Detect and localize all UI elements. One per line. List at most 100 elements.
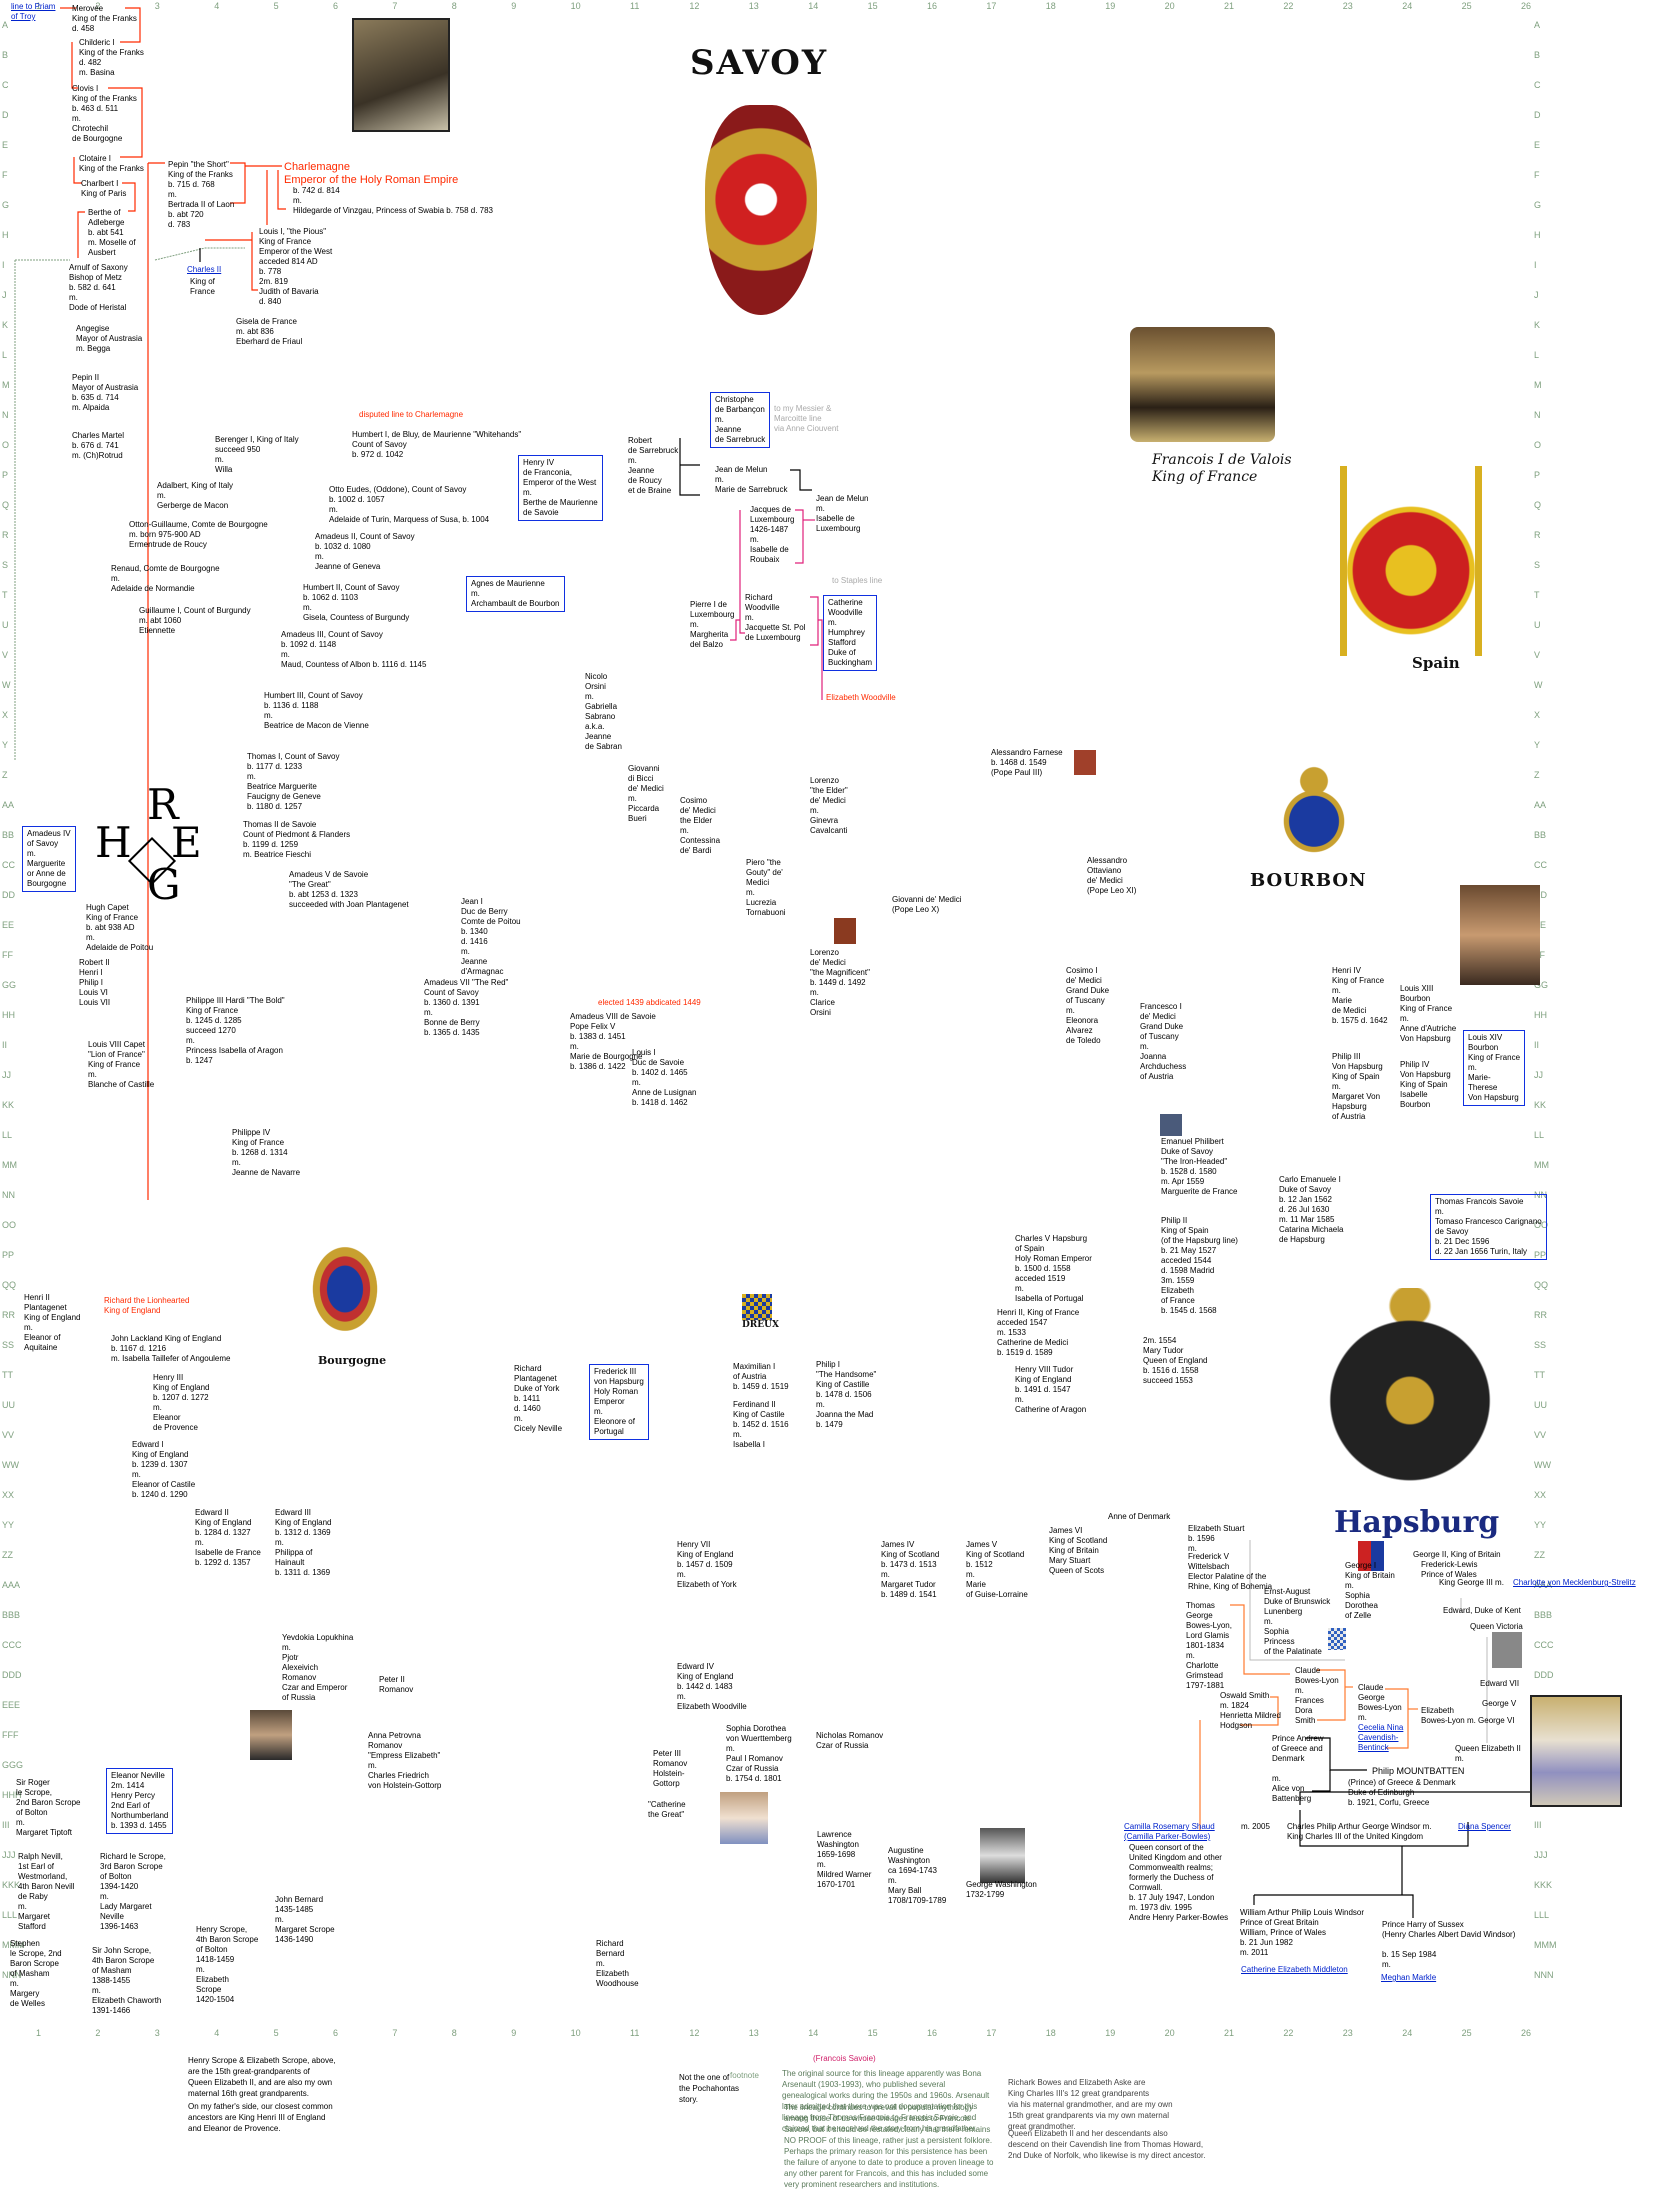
row-label: N [1534,410,1541,420]
priam-link[interactable]: line to Priam of Troy [11,2,56,21]
row-label: V [2,650,9,660]
marriage-2005-label: m. 2005 [1241,1822,1270,1831]
row-label: W [2,680,11,690]
row-label: PP [2,1250,15,1260]
row-label: WW [1534,1460,1551,1470]
philippe-iv-node: Philippe IV King of France b. 1268 d. 13… [232,1128,301,1177]
column-label: 11 [630,2028,640,2038]
prince-andrew-node: Prince Andrew of Greece and Denmark m. A… [1272,1734,1324,1803]
row-label: AAA [1534,1580,1553,1590]
elizabeth-france-node: Elizabeth of France b. 1545 d. 1568 [1161,1286,1217,1315]
column-label: 15 [867,1,878,11]
row-label: QQ [1534,1280,1549,1290]
elected-label: elected 1439 abdicated 1449 [598,998,701,1007]
bourbon-coat-of-arms [1252,758,1376,873]
column-label: 14 [808,1,819,11]
row-label: GGG [2,1760,24,1770]
lorenzo-elder-node: Lorenzo "the Elder" de' Medici m. Ginevr… [810,776,848,835]
jean-berry-node: Jean I Duc de Berry Comte de Poitou b. 1… [461,897,521,976]
roger-scrope-node: Sir Roger le Scrope, 2nd Baron Scrope of… [16,1778,81,1837]
philip-mountbatten-node: Philip MOUNTBATTEN [1372,1766,1465,1776]
row-label: MMM [2,1940,25,1950]
ernst-august-node: Ernst-August Duke of Brunswick Lunenberg… [1264,1587,1331,1656]
frederick-iii-box: Frederick III von Hapsburg Holy Roman Em… [589,1364,649,1440]
diana-spencer-link[interactable]: Diana Spencer [1458,1822,1511,1831]
row-label: JJ [2,1070,11,1080]
column-label: 7 [392,1,398,11]
richard-lionhearted-node: Richard the Lionhearted King of England [104,1296,190,1315]
philip-iv-spain-node: Philip IV Von Hapsburg King of Spain Isa… [1400,1060,1451,1109]
row-label: LL [2,1130,13,1140]
column-label: 13 [748,2028,759,2038]
column-label: 12 [689,2028,700,2038]
row-label: FFF [2,1730,19,1740]
column-label: 2 [95,2028,101,2038]
merovee-node: Merovée King of the Franks d. 458 [72,4,137,33]
agnes-box: Agnes de Maurienne m. Archambault de Bou… [466,576,565,612]
footnote-label: footnote [730,2071,759,2080]
george-iii-node: King George III m. [1439,1578,1504,1587]
henri-iv-france-node: Henri IV King of France m. Marie de Medi… [1332,966,1388,1025]
column-label: 16 [927,2028,938,2038]
messier-line-link[interactable]: to my Messier & Marcoitte line via Anne … [774,404,839,433]
peter-romanov-portrait [250,1710,292,1760]
row-label: K [2,320,9,330]
row-label: HH [1534,1010,1547,1020]
row-label: II [2,1040,8,1050]
row-label: I [1534,260,1537,270]
yevdokia-node: Yevdokia Lopukhina m. Pjotr Alexeivich R… [282,1633,354,1702]
charlemagne-portrait [352,18,450,132]
column-label: 26 [1521,2028,1532,2038]
ralph-nevill-node: Ralph Nevill, 1st Earl of Westmorland, 4… [18,1852,75,1931]
charles-ii-link[interactable]: Charles II [187,265,222,274]
pope-leo-xi-node: Alessandro Ottaviano de' Medici (Pope Le… [1087,856,1137,895]
edward-iv-node: Edward IV King of England b. 1442 d. 148… [677,1662,747,1711]
row-label: A [1534,20,1541,30]
staples-line-link[interactable]: to Staples line [832,576,883,585]
row-label: TT [2,1370,13,1380]
row-label: S [1534,560,1541,570]
column-label: 2 [95,1,101,11]
humbert-ii-node: Humbert II, Count of Savoy b. 1062 d. 11… [303,583,410,622]
clotaire-node: Clotaire I King of the Franks [79,154,144,173]
otton-node: Otton-Guillaume, Comte de Bourgogne m. b… [129,520,268,549]
row-label: X [1534,710,1541,720]
row-label: GG [1534,980,1549,990]
king-charles-node: Charles Philip Arthur George Windsor m. … [1287,1822,1432,1841]
catherine-middleton-link[interactable]: Catherine Elizabeth Middleton [1241,1965,1348,1974]
row-label: DD [1534,890,1547,900]
arnulf-node: Arnulf of Saxony Bishop of Metz b. 582 d… [69,263,128,312]
row-label: DD [2,890,15,900]
row-label: E [1534,140,1541,150]
edward-kent-node: Edward, Duke of Kent [1443,1606,1521,1615]
row-label: JJJ [1534,1850,1548,1860]
edward-vii-node: Edward VII [1480,1679,1520,1688]
row-label: FF [2,950,13,960]
charlotte-link[interactable]: Charlotte von Mecklenburg-Strelitz [1513,1578,1636,1587]
bourgogne-coat-of-arms [295,1224,395,1354]
column-label: 10 [570,1,581,11]
row-label: D [1534,110,1541,120]
meghan-markle-link[interactable]: Meghan Markle [1381,1973,1437,1982]
row-label: P [1534,470,1541,480]
row-label: J [1534,290,1539,300]
augustine-washington-node: Augustine Washington ca 1694-1743 m. Mar… [888,1846,947,1905]
hoe-letter-r: R [147,780,179,829]
carlo-emanuele-node: Carlo Emanuele I Duke of Savoy b. 12 Jan… [1279,1175,1344,1244]
lineage-footnote: The lineage continues to prevail in popu… [784,2103,994,2189]
anna-petrovna-node: Anna Petrovna Romanov "Empress Elizabeth… [368,1731,442,1790]
row-label: KKK [1534,1880,1553,1890]
renaud-node: Renaud, Comte de Bourgogne m. Adelaide d… [111,564,220,593]
column-label: 6 [333,1,339,11]
row-label: LLL [2,1910,18,1920]
row-label: M [2,380,10,390]
row-label: CC [1534,860,1547,870]
philip-iii-spain-node: Philip III Von Hapsburg King of Spain m.… [1332,1052,1383,1121]
frederick-v-node: Frederick V Wittelsbach Elector Palatine… [1188,1552,1273,1591]
column-label: 25 [1461,2028,1472,2038]
mary-stuart-node: Mary Stuart Queen of Scots [1049,1556,1105,1575]
column-label: 4 [214,1,220,11]
cecelia-link[interactable]: Cecelia Nina Cavendish- Bentinck [1358,1723,1404,1752]
column-label: 11 [630,1,640,11]
camilla-link[interactable]: Camilla Rosemary Shaud (Camilla Parker-B… [1124,1822,1215,1841]
